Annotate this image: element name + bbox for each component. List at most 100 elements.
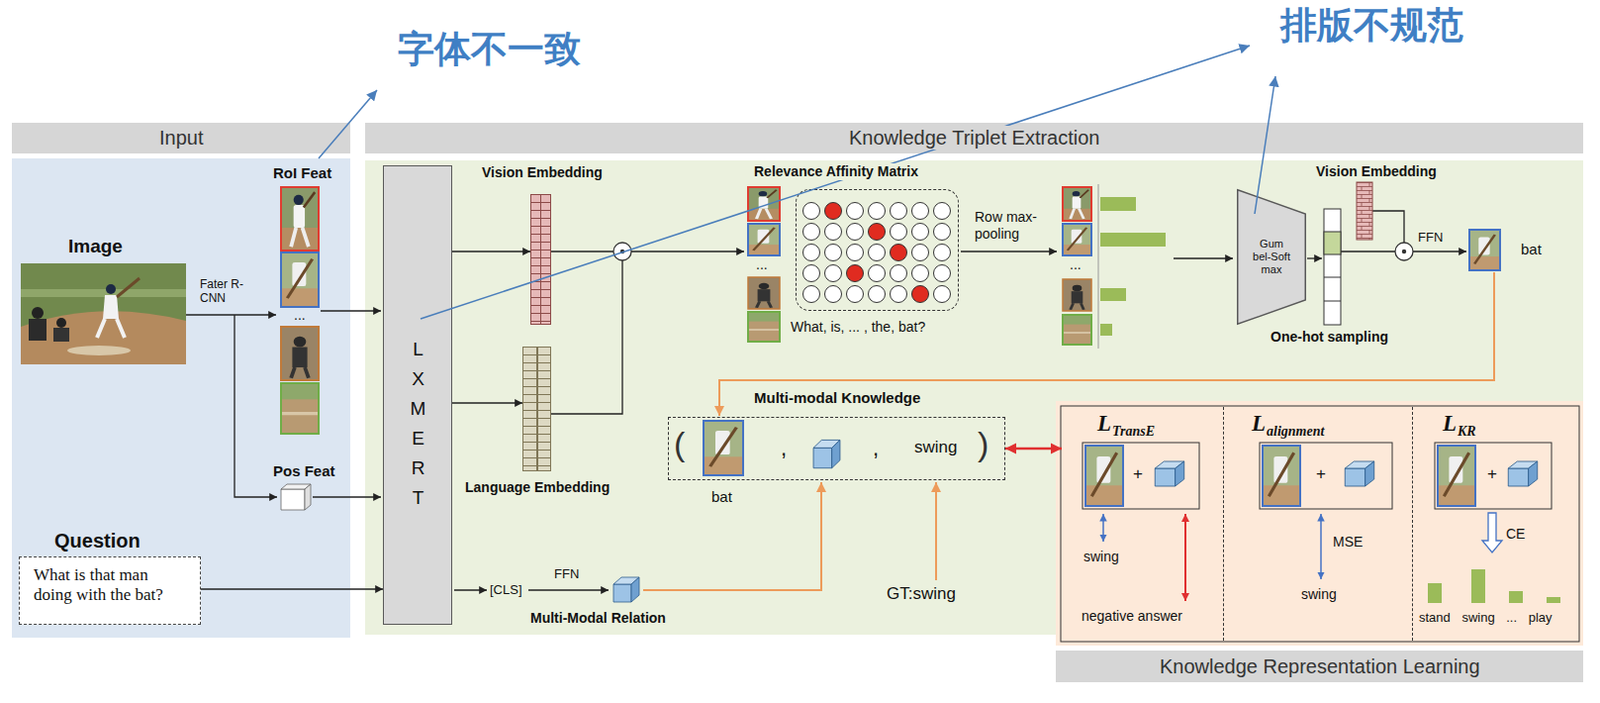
annotation-note: 排版不规范 <box>1280 3 1464 48</box>
ellipsis: ... <box>1069 256 1082 274</box>
entity-label: bat <box>711 487 733 506</box>
separator: , <box>780 435 787 462</box>
embedding-heading: Vision Embedding <box>1316 163 1437 181</box>
score-bar <box>1100 232 1166 247</box>
roi-border <box>281 252 319 307</box>
class-axis-label: stand swing ... play <box>1418 609 1553 626</box>
score-bar <box>1508 590 1523 603</box>
wire <box>1372 210 1405 243</box>
embedding-stack <box>1356 182 1373 240</box>
entity-image <box>1085 445 1124 506</box>
question-heading: Question <box>54 528 141 553</box>
relation-cube <box>1507 461 1537 486</box>
roi-border <box>1085 445 1124 506</box>
pos-feature-box <box>281 488 305 510</box>
baseball-photo <box>20 263 187 365</box>
matrix-cell <box>825 223 843 241</box>
arrow <box>234 314 278 497</box>
matrix-cell <box>890 223 908 241</box>
operation-label: FFN <box>1417 229 1443 246</box>
plus-sign: + <box>1487 464 1498 484</box>
roi-border <box>748 277 780 309</box>
plus-sign: + <box>1316 464 1326 484</box>
roi-border <box>748 311 780 342</box>
plus-sign: + <box>1132 464 1143 484</box>
connector <box>452 401 523 403</box>
matrix-cell <box>934 265 951 283</box>
arrow <box>186 313 277 315</box>
arrow <box>312 495 381 497</box>
roi-border <box>1062 314 1092 345</box>
roi-border <box>1262 445 1301 506</box>
matrix-cell <box>847 244 864 262</box>
arrow <box>960 250 1057 252</box>
gumbel-softmax: Gum bel-Soft max <box>1236 188 1307 325</box>
photo-batter <box>105 283 116 294</box>
representation-panel: LTransE+swingnegative answerLalignment+M… <box>1055 400 1584 682</box>
wire <box>551 260 623 414</box>
product-symbol <box>1395 242 1413 261</box>
operation-label: One-hot sampling <box>1270 328 1389 346</box>
photo-batter <box>102 294 119 319</box>
roi-border <box>281 382 319 434</box>
matrix-cell <box>890 265 908 283</box>
one-hot-cell <box>1323 231 1341 255</box>
roi-border <box>1062 223 1092 256</box>
sum-box <box>1082 442 1200 509</box>
question-text: What is that man doing with the bat? <box>33 564 185 606</box>
roi-thumbnail <box>748 277 780 309</box>
matrix-heading: Relevance Affinity Matrix <box>751 163 922 181</box>
photo-grass <box>20 263 187 365</box>
matrix-cell <box>934 223 951 241</box>
token-label: [CLS] <box>489 581 523 598</box>
panel-heading: Knowledge Representation Learning <box>1159 654 1481 678</box>
triplet-heading: Multi-modal Knowledge <box>753 388 921 407</box>
matrix-cell <box>847 223 864 241</box>
arrow <box>631 250 745 252</box>
token-list: What, is, ... , the, bat? <box>790 318 926 336</box>
relation-cube <box>1344 461 1374 486</box>
operation-label: FFN <box>554 565 579 582</box>
product-symbol <box>1402 249 1407 254</box>
connector <box>452 250 531 252</box>
matrix-cell <box>868 244 886 262</box>
trapezoid-shape <box>1237 189 1307 325</box>
detector-label: Fater R-CNN <box>199 278 250 306</box>
matrix-cell-selected <box>847 265 864 283</box>
roi-thumbnail <box>281 326 319 380</box>
roi-thumbnail <box>1062 223 1092 256</box>
bar-axis <box>1098 184 1100 349</box>
matrix-cell <box>912 265 930 283</box>
wires <box>186 210 1467 590</box>
selected-object <box>1469 229 1501 271</box>
matrix-cell <box>912 223 930 241</box>
photo-catcher <box>56 317 67 328</box>
panel-heading: Knowledge Triplet Extraction <box>846 125 1103 150</box>
double-arrow <box>1102 513 1105 542</box>
head-entity-image <box>703 420 744 475</box>
input-heading: Image <box>68 235 123 259</box>
matrix-cell-selected <box>868 223 886 241</box>
photo-batter <box>96 318 125 338</box>
hollow-arrow <box>1482 512 1503 553</box>
relation-cube <box>613 576 640 602</box>
roi-thumbnail <box>281 252 319 307</box>
entity-image <box>1437 445 1476 506</box>
annotation-note: 字体不一致 <box>397 27 581 72</box>
arrow <box>454 588 487 590</box>
loss-subscript: alignment <box>1266 423 1324 441</box>
photo-plate <box>67 345 131 356</box>
question-box: QuestionWhat is that man doing with the … <box>18 556 201 625</box>
product-symbol <box>613 242 632 261</box>
double-arrow <box>1184 513 1187 601</box>
matrix-cells <box>803 202 951 303</box>
roi-border <box>748 187 780 221</box>
encoder-box: LXMERT <box>382 165 453 625</box>
matrix-cell <box>847 285 864 303</box>
leader-line <box>1254 76 1276 214</box>
roi-border <box>748 223 780 256</box>
matrix-cell <box>890 202 908 220</box>
score-bar <box>1100 287 1127 301</box>
matrix-cell <box>890 285 908 303</box>
